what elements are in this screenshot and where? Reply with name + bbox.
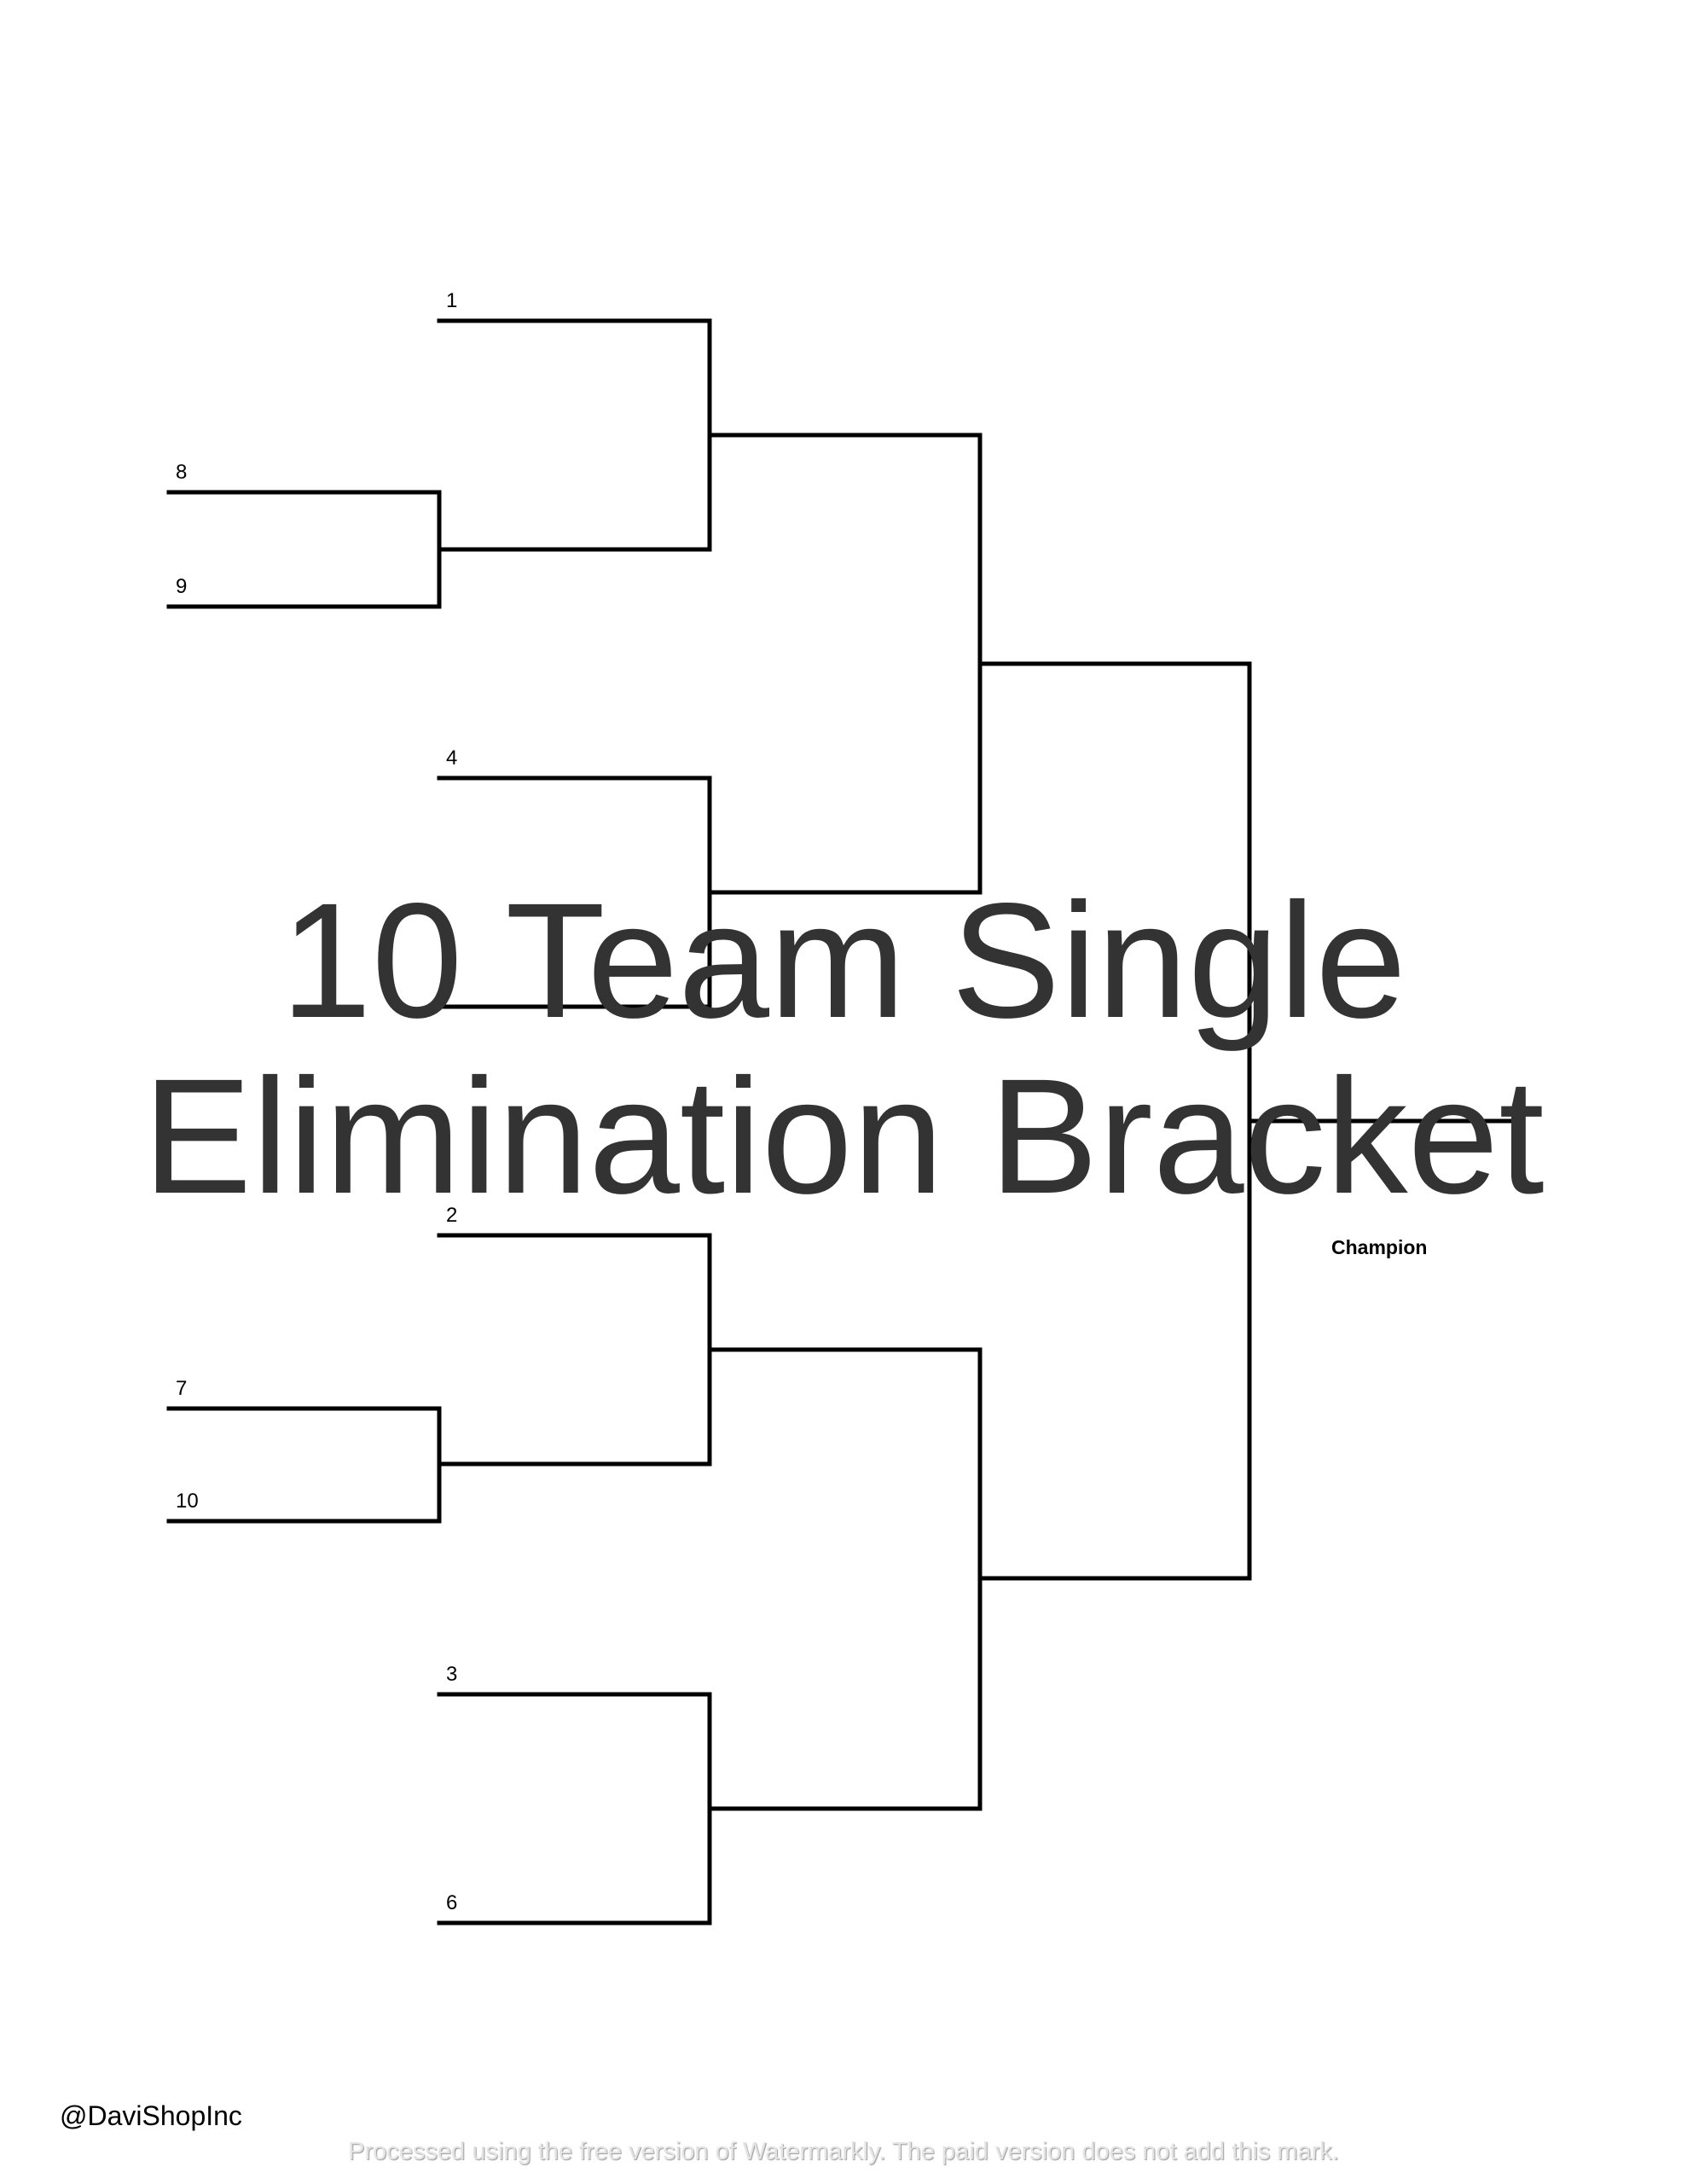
round2-third-winner-line xyxy=(707,1347,983,1811)
round2-second-winner-line xyxy=(707,433,983,895)
seed-label-9: 9 xyxy=(176,575,187,598)
slot-line-seed-3 xyxy=(437,1692,712,1926)
seed-label-7: 7 xyxy=(176,1377,187,1400)
watermark-text: Processed using the free version of Wate… xyxy=(348,2138,1339,2165)
slot-line-seed-7 xyxy=(166,1406,442,1524)
champion-label: Champion xyxy=(1331,1236,1427,1258)
semifinal-top-line xyxy=(977,661,1252,1581)
seed-label-4: 4 xyxy=(446,746,457,770)
title-line-2: Elimination Bracket xyxy=(142,1044,1545,1228)
seed-label-10: 10 xyxy=(176,1490,199,1513)
seed-label-6: 6 xyxy=(446,1891,457,1914)
slot-line-seed-2 xyxy=(437,1233,712,1467)
seed-label-3: 3 xyxy=(446,1663,457,1686)
seed-label-2: 2 xyxy=(446,1204,457,1227)
seed-label-8: 8 xyxy=(176,461,187,484)
footer-handle: @DaviShopInc xyxy=(60,2100,242,2131)
title-line-1: 10 Team Single xyxy=(281,868,1406,1052)
matchup-8-9-winner-line xyxy=(437,318,712,552)
slot-line-seed-8 xyxy=(166,490,442,609)
seed-label-1: 1 xyxy=(446,289,457,312)
